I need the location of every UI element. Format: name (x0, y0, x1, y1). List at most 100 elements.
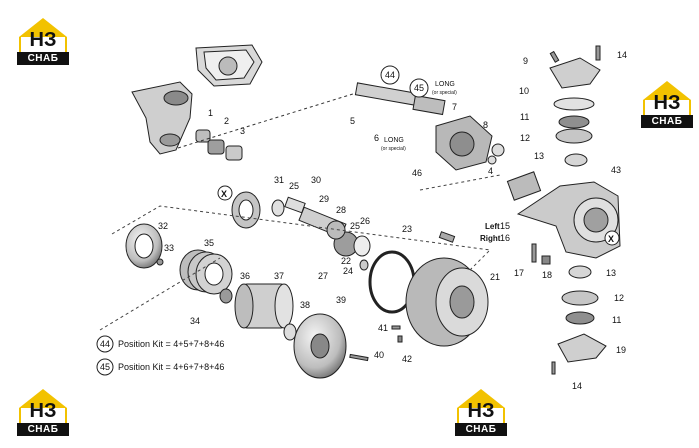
label-left: Left (485, 222, 500, 231)
callout-13: 13 (534, 151, 544, 161)
callout-2: 2 (224, 116, 229, 126)
guide-lines (99, 174, 501, 331)
logo-mark: НЗ (29, 29, 57, 51)
planetary-parts (231, 191, 371, 271)
callout-15: 15 (500, 221, 510, 231)
callout-11b: 11 (612, 315, 621, 325)
callout-41: 41 (378, 323, 388, 333)
callout-34: 34 (190, 316, 200, 326)
callout-22: 22 (341, 256, 351, 266)
ring-gear-parts (125, 223, 164, 269)
kit-45-id: 45 (100, 362, 110, 372)
house-logo-icon (643, 81, 691, 118)
callout-31: 31 (274, 175, 284, 185)
axle-shaft (354, 82, 446, 116)
brand-logo-bottom-center: НЗ СНАБ (455, 386, 507, 436)
universal-joint (435, 115, 505, 171)
long-notes: LONG (or special) LONG (or special) (381, 81, 457, 152)
callout-18: 18 (542, 270, 552, 280)
callout-3: 3 (240, 126, 245, 136)
callout-19: 19 (616, 345, 626, 355)
note-special-b: (or special) (381, 146, 406, 152)
label-right: Right (480, 234, 501, 243)
brake-disc-pack (179, 249, 233, 295)
callout-46: 46 (412, 168, 422, 178)
callout-4: 4 (488, 166, 493, 176)
callout-26: 26 (360, 216, 370, 226)
house-logo-icon (19, 389, 67, 426)
hub-ring-parts (219, 283, 294, 329)
callout-27: 27 (318, 271, 328, 281)
callout-1: 1 (208, 108, 213, 118)
callout-21: 21 (490, 272, 500, 282)
logo-mark: НЗ (29, 400, 57, 422)
brand-logo-right: НЗ СНАБ (641, 78, 693, 128)
callout-25b: 25 (350, 221, 360, 231)
callout-38: 38 (300, 300, 310, 310)
brand-logo-bottom-left: НЗ СНАБ (17, 386, 69, 436)
callout-13b: 13 (606, 268, 616, 278)
callout-6: 6 (374, 133, 379, 143)
bushing-parts (195, 129, 243, 161)
kit-44-id: 44 (100, 339, 110, 349)
callout-28: 28 (336, 205, 346, 215)
callout-12b: 12 (614, 293, 624, 303)
callout-5: 5 (350, 116, 355, 126)
callout-20: 14 (572, 381, 582, 391)
logo-name: СНАБ (455, 423, 507, 436)
note-special-a: (or special) (432, 90, 457, 96)
callout-12: 12 (520, 133, 530, 143)
callout-44: 44 (385, 70, 395, 80)
callout-40: 40 (374, 350, 384, 360)
kit-45-text: Position Kit = 4+6+7+8+46 (118, 362, 224, 372)
callout-45: 45 (414, 83, 424, 93)
note-long-b: LONG (384, 137, 404, 144)
callout-33: 33 (164, 243, 174, 253)
callout-29: 29 (319, 194, 329, 204)
leader-dashed (177, 92, 357, 149)
logo-name: СНАБ (17, 423, 69, 436)
side-labels: Left Right (480, 222, 501, 243)
callout-37: 37 (274, 271, 284, 281)
kingpin-top-assembly (549, 45, 601, 167)
callout-42: 42 (402, 354, 412, 364)
callout-32: 32 (158, 221, 168, 231)
callout-9: 9 (523, 56, 528, 66)
logo-name: СНАБ (641, 115, 693, 128)
callout-8: 8 (483, 120, 488, 130)
brand-logo-top-left: НЗ СНАБ (17, 15, 69, 65)
logo-mark: НЗ (653, 92, 681, 114)
x-marker-right: X (608, 234, 614, 244)
kit-44-text: Position Kit = 4+5+7+8+46 (118, 339, 224, 349)
axle-housing-illustration (195, 44, 263, 87)
callout-17: 17 (514, 268, 524, 278)
house-logo-icon (457, 389, 505, 426)
callout-35: 35 (204, 238, 214, 248)
callout-10: 10 (519, 86, 529, 96)
house-logo-icon (19, 18, 67, 55)
callout-14: 14 (617, 50, 627, 60)
callout-16: 16 (500, 233, 510, 243)
logo-mark: НЗ (467, 400, 495, 422)
callout-7: 7 (452, 102, 457, 112)
callout-24: 24 (343, 266, 353, 276)
hub-assembly (368, 231, 489, 347)
logo-name: СНАБ (17, 52, 69, 65)
knuckle-housing-illustration (131, 81, 193, 155)
callout-43: 43 (611, 165, 621, 175)
x-marker-left: X (221, 189, 227, 199)
callout-39: 39 (336, 295, 346, 305)
circled-callouts: 44 45 (380, 65, 429, 98)
note-long-a: LONG (435, 81, 455, 88)
callout-11: 11 (520, 112, 529, 122)
x-markers: X X (217, 185, 620, 246)
callout-labels: 1 2 3 4 5 6 7 8 9 10 11 12 13 14 15 16 1… (158, 50, 627, 391)
callout-36: 36 (240, 271, 250, 281)
wheel-flange (283, 313, 369, 379)
kingpin-bottom-assembly (531, 243, 607, 375)
steering-knuckle (506, 171, 621, 259)
callout-30: 30 (311, 175, 321, 185)
callout-25a: 25 (289, 181, 299, 191)
position-kit-legend: 44 Position Kit = 4+5+7+8+46 45 Position… (96, 335, 224, 376)
